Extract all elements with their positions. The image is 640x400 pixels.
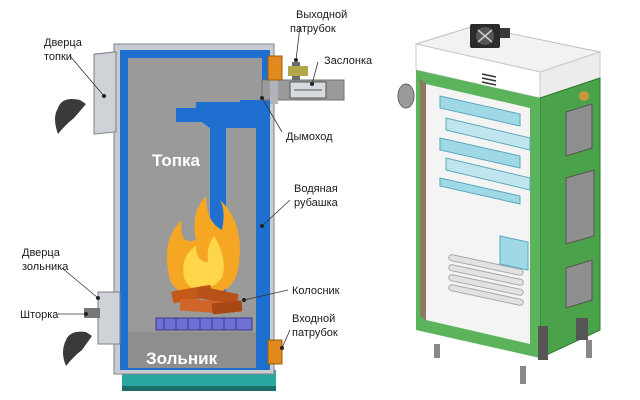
ash-door-handle (63, 331, 92, 366)
label-firebox: Топка (152, 151, 200, 170)
label-shutter: Шторка (20, 309, 59, 321)
heat-exchanger-baffles (439, 95, 531, 205)
ash-door-3d (565, 259, 593, 309)
firebox-door-3d (565, 169, 595, 245)
label-ash-door: Дверца зольника (22, 247, 69, 273)
grate (155, 317, 253, 331)
inlet-pipe (267, 339, 283, 365)
grate-bars (448, 254, 524, 306)
label-damper: Заслонка (324, 55, 373, 67)
flame (166, 196, 240, 296)
label-outlet-pipe: Выходной патрубок (290, 9, 350, 35)
fan-icon (470, 24, 510, 48)
ash-door (63, 291, 121, 366)
firewood-logs (171, 284, 243, 315)
shutter (84, 308, 100, 318)
boiler-3d-cutaway (397, 24, 602, 384)
label-water-jacket: Водяная рубашка (294, 183, 341, 209)
label-door-firebox: Дверца топки (44, 37, 85, 63)
label-grate: Колосник (292, 285, 340, 297)
door-handle (55, 99, 86, 134)
label-flue: Дымоход (286, 131, 333, 143)
firebox-interior (128, 58, 262, 368)
boiler-cross-section: Топка Зольник Дверца топки Выходной патр… (20, 9, 373, 391)
firebox-door (55, 51, 117, 135)
outlet-pipe (267, 55, 283, 81)
outlet-pipe-3d (397, 83, 415, 109)
label-ash-pit: Зольник (146, 349, 218, 368)
upper-door (565, 103, 593, 157)
label-inlet-pipe: Входной патрубок (292, 313, 338, 339)
vent-grille (481, 73, 497, 86)
ash-pit (128, 332, 256, 368)
